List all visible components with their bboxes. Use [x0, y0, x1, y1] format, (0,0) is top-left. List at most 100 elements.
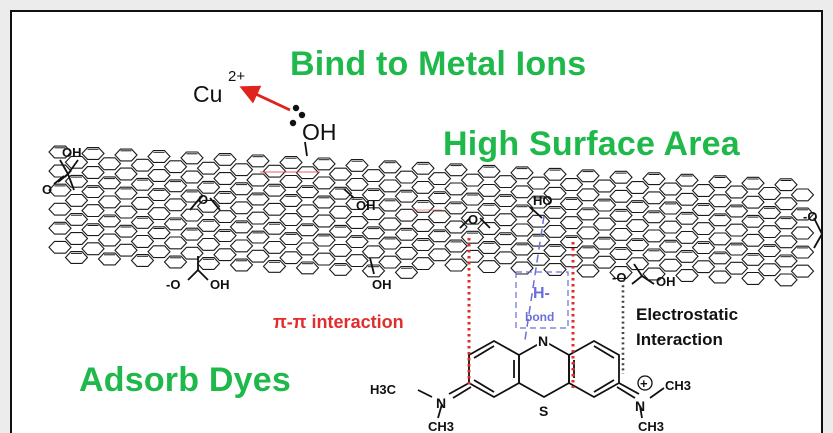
graphene-hexagon [625, 219, 650, 233]
graphene-hexagon [196, 180, 221, 194]
graphene-hexagon [378, 255, 402, 269]
graphene-hexagon [64, 212, 89, 226]
graphene-hexagon [114, 205, 138, 219]
graphene-hexagon [279, 251, 303, 265]
graphene-hexagon [675, 249, 699, 263]
graphene-hexagon [493, 213, 518, 227]
graphene-hexagon [246, 230, 270, 244]
h-bond-label-h: H- [533, 285, 550, 302]
graphene-hexagon [691, 222, 716, 236]
graphene-hexagon [81, 166, 105, 179]
graphene-hexagon [147, 188, 171, 202]
ho-label: HO [533, 193, 553, 208]
graphene-hexagon [163, 160, 188, 174]
graphene-hexagon [757, 186, 782, 200]
graphene-hexagon [691, 241, 716, 255]
graphene-hexagon [493, 251, 518, 265]
graphene-hexagon [411, 199, 435, 213]
graphene-hexagon [64, 193, 89, 207]
minus-o-left-label: -O [166, 277, 180, 292]
graphene-hexagon [345, 216, 369, 229]
graphene-hexagon [130, 254, 155, 267]
artifact-dashes [260, 171, 442, 211]
graphene-hexagon [246, 249, 270, 263]
graphene-hexagon [658, 201, 683, 215]
graphene-hexagon [81, 204, 105, 218]
graphene-hexagon [48, 240, 72, 254]
graphene-hexagon [345, 197, 369, 210]
graphene-hexagon [246, 211, 270, 225]
graphene-hexagon [460, 173, 485, 187]
graphene-hexagon [543, 186, 567, 200]
graphene-hexagon [510, 242, 534, 256]
ring-s-label: S [539, 403, 548, 419]
graphene-hexagon [246, 154, 270, 168]
graphene-hexagon [576, 264, 600, 278]
graphene-hexagon [163, 217, 188, 231]
graphene-hexagon [97, 214, 122, 228]
graphene-hexagon [609, 208, 633, 222]
graphene-hexagon [559, 178, 584, 192]
right-ch3-bottom-label: CH3 [638, 419, 664, 433]
graphene-hexagon [262, 259, 287, 273]
graphene-hexagon [592, 179, 617, 193]
graphene-hexagon [642, 229, 666, 243]
graphene-hexagon [774, 254, 798, 268]
graphene-hexagon [114, 224, 138, 238]
graphene-hexagon [444, 201, 468, 215]
o-epoxy-left-label: O [198, 192, 208, 207]
graphene-hexagon [180, 151, 204, 165]
figure-frame: Cu 2+ OH OH O OH O O HO -O OH OH -O OH -… [10, 10, 823, 433]
copper-ion-charge: 2+ [228, 68, 245, 85]
graphene-hexagon [130, 196, 155, 210]
graphene-hexagon [576, 245, 600, 259]
graphene-hexagon [163, 236, 188, 250]
graphene-hexagon [658, 258, 683, 272]
graphene-hexagon [312, 233, 336, 247]
h-bond-box [515, 271, 569, 329]
graphene-hexagon [130, 158, 155, 172]
graphene-hexagon [790, 188, 815, 202]
graphene-hexagon [625, 238, 650, 252]
graphene-hexagon [328, 167, 353, 181]
graphene-hexagon [130, 177, 155, 191]
o-carboxyl-label: O [42, 182, 52, 197]
graphene-hexagon [328, 205, 353, 219]
graphene-hexagon [312, 157, 336, 171]
graphene-hexagon [477, 222, 501, 235]
graphene-hexagon [229, 163, 254, 177]
graphene-hexagon [295, 242, 320, 256]
graphene-hexagon [559, 254, 584, 268]
graphene-hexagon [196, 237, 221, 251]
graphene-hexagon [246, 192, 270, 206]
graphene-hexagon [279, 213, 303, 227]
electrostatic-line1: Electrostatic [636, 305, 739, 324]
graphene-hexagon [609, 170, 633, 184]
minus-o-edge-label: -O [803, 209, 817, 224]
graphene-hexagon [675, 230, 699, 244]
graphene-hexagon [526, 214, 551, 228]
graphene-hexagon [361, 264, 386, 278]
graphene-hexagon [724, 185, 749, 199]
graphene-hexagon [526, 252, 551, 266]
graphene-hexagon [411, 219, 435, 232]
graphene-hexagon [790, 207, 815, 221]
graphene-hexagon [180, 227, 204, 241]
graphene-hexagon [262, 240, 287, 254]
graphene-hexagon [378, 236, 402, 250]
graphene-hexagon [97, 195, 122, 209]
adsorb-dyes-heading: Adsorb Dyes [79, 361, 291, 399]
graphene-hexagon [757, 206, 782, 219]
graphene-hexagon [378, 217, 402, 231]
graphene-hexagon [213, 248, 237, 262]
graphene-hexagon [81, 185, 105, 199]
graphene-hexagon [642, 248, 666, 262]
graphene-hexagon [510, 261, 534, 275]
graphene-hexagon [328, 224, 353, 238]
graphene-hexagon [213, 172, 237, 185]
graphene-hexagon [312, 195, 336, 209]
oh-mid-label: OH [356, 198, 376, 213]
graphene-hexagon [180, 208, 204, 222]
graphene-hexagon [180, 246, 204, 260]
graphene-hexagon [147, 169, 171, 182]
